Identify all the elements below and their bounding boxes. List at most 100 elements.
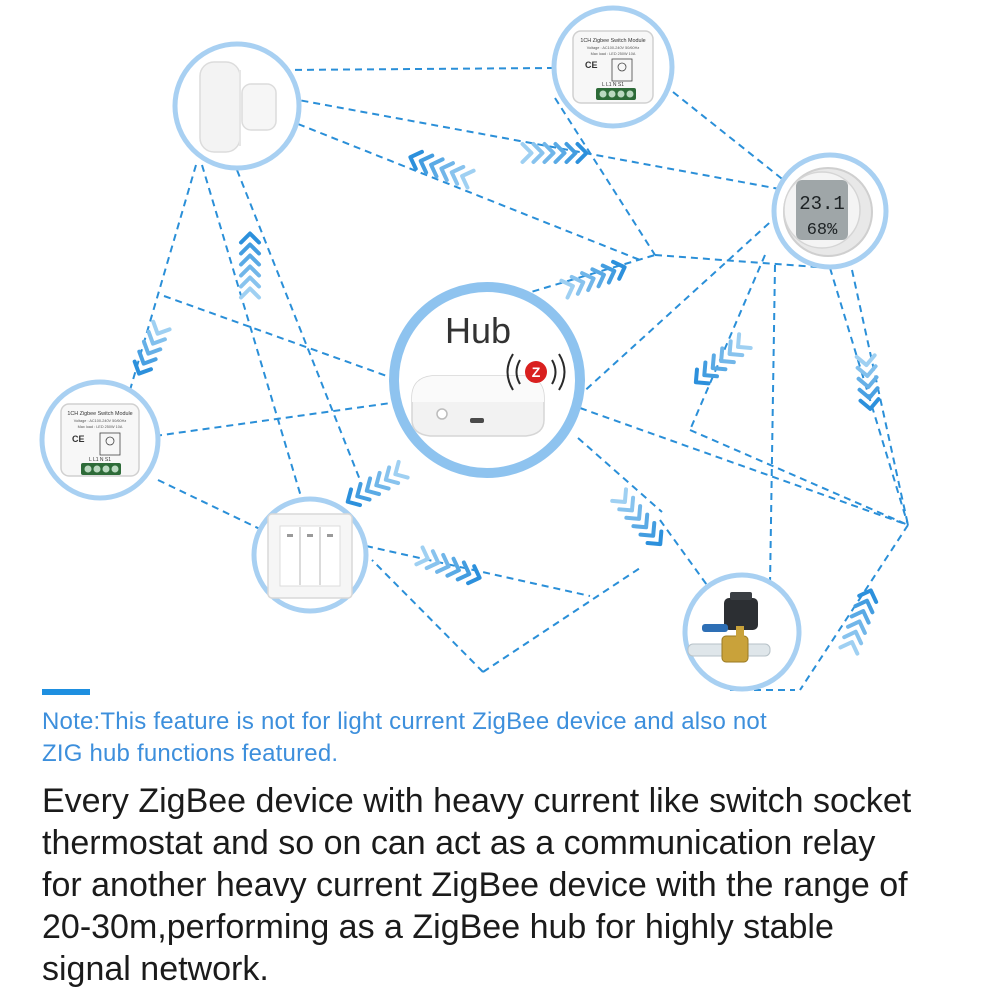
chevron-icon xyxy=(638,521,657,538)
chevron-icon xyxy=(445,556,461,578)
link-line-26 xyxy=(769,264,776,586)
chevron-icon xyxy=(239,242,261,256)
network-diagram: 1CH Zigbee Switch Module Voltage : AC100… xyxy=(39,5,909,692)
arrow-group-4 xyxy=(559,259,627,300)
chevron-icon xyxy=(611,259,627,281)
switch-module-left-node: 1CH Zigbee Switch Module Voltage : AC100… xyxy=(39,379,161,501)
chevron-icon xyxy=(364,476,382,497)
svg-text:CE: CE xyxy=(72,434,85,444)
arrow-group-2 xyxy=(239,231,261,300)
arrow-group-3 xyxy=(132,319,172,376)
link-line-22 xyxy=(851,269,909,526)
link-line-19 xyxy=(689,429,909,526)
description-line-1: Every ZigBee device with heavy current l… xyxy=(42,782,912,820)
link-line-10 xyxy=(371,559,484,673)
link-line-4 xyxy=(201,164,303,501)
chevron-icon xyxy=(564,142,578,164)
chevron-icon xyxy=(345,487,363,508)
chevron-icon xyxy=(842,629,864,646)
zigbee-badge-letter: Z xyxy=(532,364,541,380)
description-text: Every ZigBee device with heavy current l… xyxy=(42,780,992,990)
switch-module-top-node: 1CH Zigbee Switch Module Voltage : AC100… xyxy=(551,5,675,129)
signal-arrows xyxy=(132,142,881,656)
door-sensor-node xyxy=(172,41,302,171)
chevron-icon xyxy=(239,275,261,289)
link-line-11 xyxy=(482,567,641,673)
chevron-icon xyxy=(439,161,455,183)
link-line-7 xyxy=(154,401,399,437)
note-line-2: ZIG hub functions featured. xyxy=(42,740,339,767)
water-valve-node xyxy=(682,572,802,692)
svg-text:CE: CE xyxy=(585,60,598,70)
link-line-21 xyxy=(799,524,909,691)
module-left-title: 1CH Zigbee Switch Module xyxy=(67,411,132,417)
chevron-icon xyxy=(455,560,472,582)
arrow-group-6 xyxy=(854,353,881,411)
link-line-23 xyxy=(577,437,663,513)
module-top-title: 1CH Zigbee Switch Module xyxy=(580,38,645,44)
chevron-icon xyxy=(856,375,879,389)
chevron-icon xyxy=(553,142,567,164)
network-links xyxy=(129,67,909,691)
chevron-icon xyxy=(424,549,441,571)
chevron-icon xyxy=(845,619,867,635)
chevron-icon xyxy=(857,588,879,604)
chevron-icon xyxy=(853,598,875,615)
chevron-icon xyxy=(727,339,745,358)
chevron-icon xyxy=(414,545,430,567)
chevron-icon xyxy=(693,367,711,386)
chevron-icon xyxy=(617,495,636,513)
chevron-icon xyxy=(858,397,881,411)
link-line-6 xyxy=(163,295,399,381)
chevron-icon xyxy=(239,231,261,245)
module-left-load: Max load : LED 250W 10A xyxy=(78,425,123,429)
link-line-16 xyxy=(579,214,779,396)
chevron-icon xyxy=(137,349,158,366)
arrow-group-0 xyxy=(520,142,589,164)
zigbee-signal-icon xyxy=(506,353,566,391)
wall-switch-node xyxy=(251,496,369,614)
chevron-icon xyxy=(719,346,736,365)
chevron-icon xyxy=(855,364,878,379)
chevron-icon xyxy=(610,487,629,504)
link-line-1 xyxy=(265,93,786,191)
chevron-icon xyxy=(590,267,606,289)
link-line-2 xyxy=(297,123,641,261)
chevron-icon xyxy=(531,142,545,164)
chevron-icon xyxy=(393,459,410,480)
chevron-icon xyxy=(239,286,261,300)
chevron-icon xyxy=(580,271,596,293)
arrow-group-8 xyxy=(414,545,482,586)
chevron-icon xyxy=(460,168,476,190)
description-line-4: 20-30m,performing as a ZigBee hub for hi… xyxy=(42,908,834,946)
chevron-icon xyxy=(449,164,466,186)
link-line-8 xyxy=(157,479,263,531)
chevron-icon xyxy=(429,157,445,179)
accent-bar xyxy=(42,689,90,695)
chevron-icon xyxy=(141,339,163,356)
chevron-icon xyxy=(435,552,451,574)
arrow-group-5 xyxy=(693,332,753,386)
thermostat-node: 23.1 68% xyxy=(771,152,889,270)
arrow-group-1 xyxy=(408,149,476,190)
chevron-icon xyxy=(408,149,424,171)
chevron-icon xyxy=(736,332,753,351)
description-line-3: for another heavy current ZigBee device … xyxy=(42,866,908,904)
description-line-2: thermostat and so on can act as a commun… xyxy=(42,824,876,862)
chevron-icon xyxy=(838,640,860,656)
chevron-icon xyxy=(575,142,589,164)
module-left-voltage: Voltage : AC100-240V 50/60Hz xyxy=(74,419,127,423)
chevron-icon xyxy=(631,512,650,530)
chevron-icon xyxy=(569,274,586,296)
link-line-18 xyxy=(579,407,909,526)
arrow-group-10 xyxy=(838,588,879,656)
arrow-group-9 xyxy=(610,487,664,547)
thermostat-temperature: 23.1 xyxy=(799,193,845,215)
zigbee-badge-icon xyxy=(525,361,547,383)
chevron-icon xyxy=(702,360,719,379)
chevron-icon xyxy=(418,153,435,175)
link-line-17 xyxy=(689,254,766,431)
thermostat-humidity: 68% xyxy=(807,221,838,240)
chevron-icon xyxy=(520,142,534,164)
